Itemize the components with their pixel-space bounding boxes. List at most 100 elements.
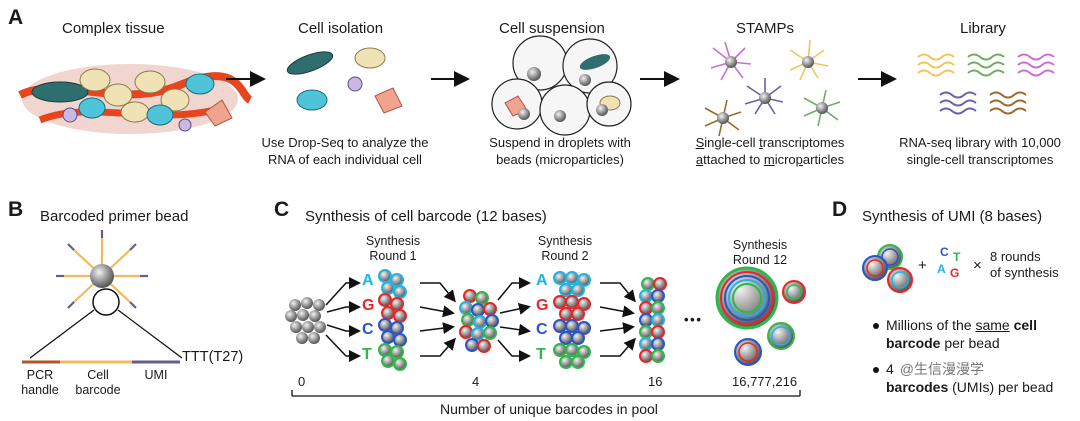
caption-line: beads (microparticles) [496, 152, 624, 167]
label-line: Round 12 [732, 253, 788, 267]
base-c-label: C [940, 245, 949, 259]
bullet-fragment: cell [1009, 317, 1037, 333]
panel-c-title: Synthesis of cell barcode (12 bases) [305, 208, 547, 225]
bullet-cell-barcode: Millions of the same cell barcode per be… [886, 316, 1076, 352]
base-g-label: G [536, 297, 549, 314]
cell-barcode-label: Cell barcode [70, 368, 126, 398]
caption-line: RNA of each individual cell [268, 152, 422, 167]
bullet-fragment: barcodes [886, 379, 949, 395]
synthesis-round2-label: Synthesis Round 2 [530, 234, 600, 264]
bullet-line: 4 @生信漫漫学 [886, 360, 1076, 378]
step-cell-suspension-title: Cell suspension [499, 20, 605, 37]
caption-line: Use Drop-Seq to analyze the [261, 135, 429, 150]
base-t-label: T [953, 250, 961, 264]
caption-fragment: a [695, 152, 704, 167]
plus-sign: + [918, 257, 927, 274]
base-c-label: C [362, 321, 374, 338]
base-t-label: T [362, 346, 372, 363]
label-line: Synthesis [365, 234, 421, 248]
caption-line: Single-cell transcriptomes [665, 134, 875, 151]
caption-fragment: p [795, 152, 803, 167]
label-line: Synthesis [537, 234, 593, 248]
isolated-cells-illustration [286, 47, 403, 114]
label-line: Cell [87, 368, 109, 382]
round12-beads [715, 266, 806, 366]
caption-fragment: m [763, 152, 775, 167]
pool-after-round2 [639, 277, 667, 363]
bullet-umi-barcodes: 4 @生信漫漫学 barcodes (UMIs) per bead [886, 360, 1076, 396]
complex-tissue-illustration [18, 64, 253, 134]
stamps-illustration [704, 39, 841, 137]
panel-a-letter: A [8, 6, 24, 29]
label-line: PCR [26, 368, 54, 382]
droplets-illustration [491, 35, 632, 136]
pcr-handle-label: PCR handle [14, 368, 66, 398]
base-a-label: A [536, 272, 548, 289]
caption-line: single-cell transcriptomes [906, 152, 1054, 167]
umi-beads-illustration [862, 244, 913, 293]
caption-line: Suspend in droplets with [489, 135, 631, 150]
watermark-text: @生信漫漫学 [899, 361, 985, 377]
synthesis-round1-label: Synthesis Round 1 [358, 234, 428, 264]
label-line: Synthesis [732, 238, 788, 252]
count-16777216: 16,777,216 [732, 374, 798, 389]
bullet-fragment: per bead [940, 335, 1000, 351]
times-sign: × [973, 257, 982, 274]
label-line: of synthesis [990, 265, 1059, 280]
poly-t-tail-label: TTT(T27) [182, 349, 244, 365]
panel-b-letter: B [8, 198, 24, 221]
bullet-fragment: barcode [886, 335, 941, 351]
count-16: 16 [648, 374, 663, 389]
panel-c-letter: C [274, 198, 290, 221]
caption-line: attached to microparticles [665, 151, 875, 168]
base-g-label: G [362, 297, 375, 314]
round1-bead-clusters [378, 269, 407, 371]
bullet-line: barcode per bead [886, 334, 1076, 352]
library-illustration [917, 53, 1055, 115]
caption-fragment: articles [802, 152, 845, 167]
count-4: 4 [472, 374, 480, 389]
caption-fragment: t [759, 135, 763, 150]
synthesis-round12-label: Synthesis Round 12 [722, 238, 798, 268]
base-a-label: A [362, 272, 374, 289]
step-library-caption: RNA-seq library with 10,000 single-cell … [880, 134, 1080, 168]
bullet-fragment: same [975, 317, 1010, 333]
panel-b-title: Barcoded primer bead [40, 208, 189, 225]
caption-fragment: icro [774, 152, 796, 167]
round2-bead-clusters [553, 271, 591, 369]
caption-fragment: S [695, 135, 705, 150]
count-0: 0 [298, 374, 306, 389]
caption-line: RNA-seq library with 10,000 [899, 135, 1061, 150]
step-cell-isolation-title: Cell isolation [298, 20, 384, 37]
base-a-label: A [937, 262, 946, 276]
primer-bead-illustration [22, 230, 183, 364]
panel-d-title: Synthesis of UMI (8 bases) [862, 208, 1043, 225]
step-complex-tissue-title: Complex tissue [62, 20, 165, 37]
count-axis-bracket [291, 390, 801, 397]
caption-fragment: ranscriptomes [762, 135, 845, 150]
ellipsis-dots: • • • [684, 312, 701, 327]
bullet-fragment: Millions of the [886, 317, 976, 333]
label-line: barcode [75, 383, 121, 397]
panel-d-letter: D [832, 198, 848, 221]
base-g-label: G [950, 266, 960, 280]
label-line: Round 1 [369, 249, 417, 263]
base-t-label: T [536, 346, 546, 363]
caption-fragment: ingle-cell [704, 135, 760, 150]
count-axis-label: Number of unique barcodes in pool [440, 401, 658, 417]
initial-bead-pool [285, 297, 326, 344]
label-line: 8 rounds [990, 249, 1041, 264]
pool-after-round1 [459, 289, 499, 353]
base-c-label: C [536, 321, 548, 338]
bullet-fragment: (UMIs) per bead [948, 379, 1054, 395]
step-cell-suspension-caption: Suspend in droplets with beads (micropar… [455, 134, 665, 168]
step-library-title: Library [960, 20, 1006, 37]
label-line: handle [21, 383, 59, 397]
bullet-line: barcodes (UMIs) per bead [886, 378, 1076, 396]
rounds-label: 8 rounds of synthesis [990, 249, 1059, 281]
bullet-fragment: 4 [886, 361, 894, 377]
step-stamps-title: STAMPs [736, 20, 795, 37]
label-line: Round 2 [541, 249, 589, 263]
step-stamps-caption: Single-cell transcriptomes attached to m… [665, 134, 875, 168]
